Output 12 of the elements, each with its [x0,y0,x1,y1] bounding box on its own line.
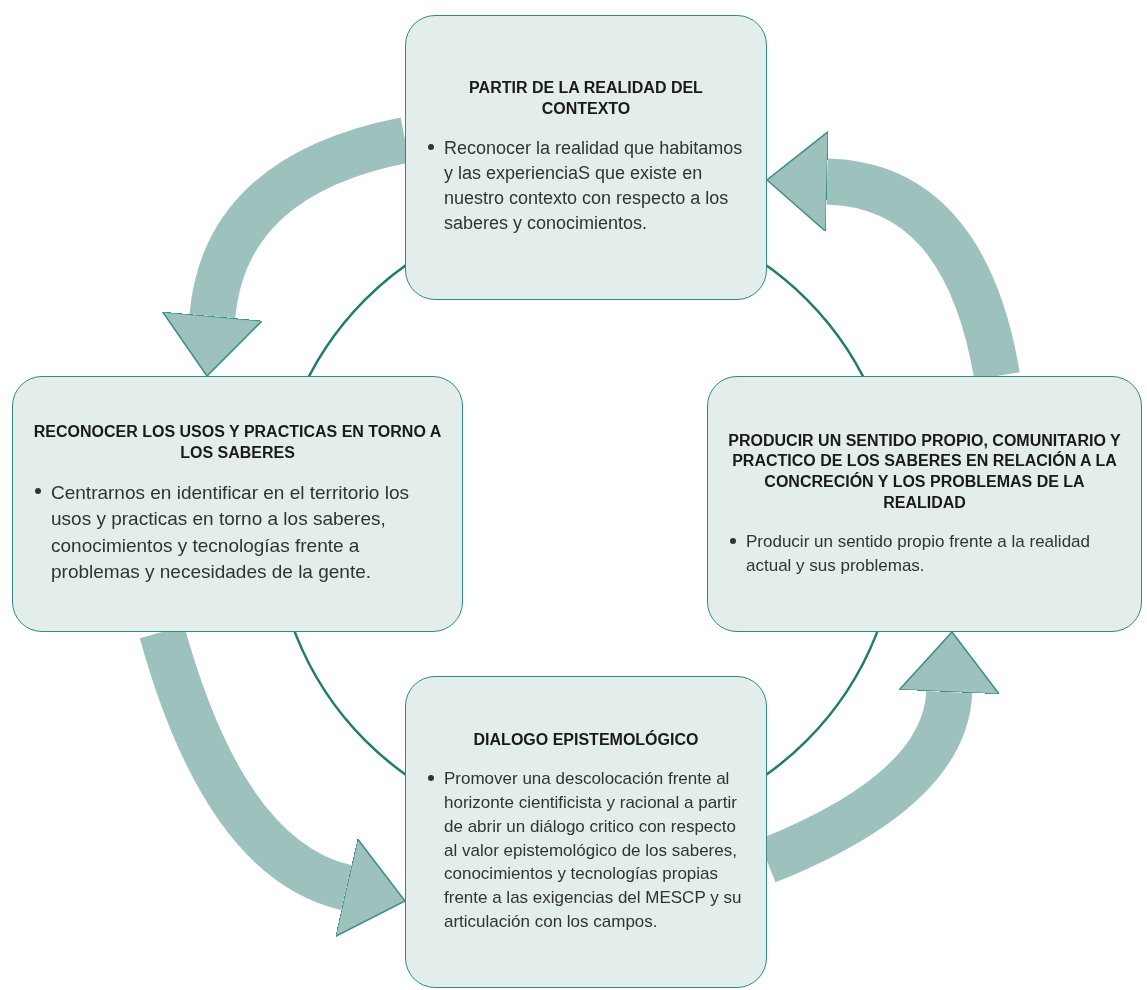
stage-heading: DIALOGO EPISTEMOLÓGICO [472,730,700,751]
stage-description: Centrarnos en identificar en el territorio los usos y practicas en torno a los saberes, conocimientos y tecnologías frente a problemas y necesidades de la gente. [51,480,410,585]
stage-heading: PRODUCIR UN SENTIDO PROPIO, COMUNITARIO Y PRACTICO DE LOS SABERES EN RELACIÓN A LA CONCRECIÓN Y LOS PROBLEMAS DE LA REALIDAD [727,430,1122,513]
stage-box [405,15,767,300]
stage-description: Promover una descolocación frente al horizonte cientificista y racional a partir de abrir un diálogo critico con respecto al valor epistemológico de los saberes, conocimientos y tecnologías propias frente a las exigencias del MESCP y su articulación con los campos. [444,768,743,933]
stage-box [12,376,463,632]
stage-box [707,376,1142,632]
stage-description: Reconocer la realidad que habitamos y las experienciaS que existe en nuestro contexto con respecto a los saberes y conocimientos. [444,136,744,236]
stage-description: Producir un sentido propio frente a la realidad actual y sus problemas. [746,530,1091,577]
stage-box [405,676,767,988]
stage-heading: RECONOCER LOS USOS Y PRACTICAS EN TORNO A LOS SABERES [32,422,443,463]
stage-heading: PARTIR DE LA REALIDAD DEL CONTEXTO [468,78,704,120]
